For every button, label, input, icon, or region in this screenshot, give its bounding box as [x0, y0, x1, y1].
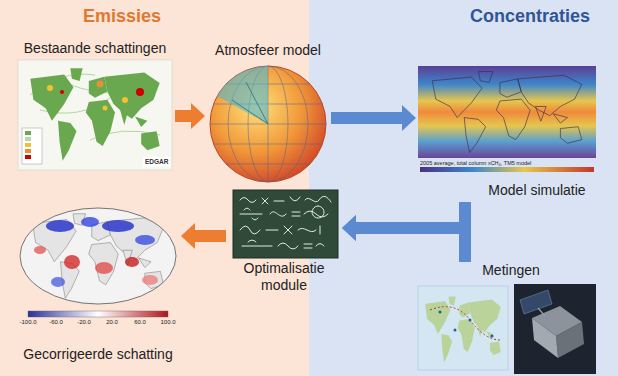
measurement-images — [418, 284, 596, 374]
node-caption: Model simulatie — [476, 182, 598, 199]
corrected-map — [20, 208, 176, 317]
arrow-head — [181, 223, 195, 249]
arrow-shaft — [194, 230, 226, 242]
colorbar-tick: 100.0 — [160, 319, 175, 326]
arrow-head — [342, 215, 356, 241]
colorbar-tick: -60.0 — [49, 319, 63, 326]
image-node: Gecorrigeerde schatting — [15, 198, 181, 366]
colorbar-tick: -100.0 — [19, 319, 36, 326]
arrow-head — [342, 215, 356, 241]
flow-arrow — [342, 215, 465, 262]
flow-arrow — [175, 103, 205, 129]
colorbar-tick: 20.0 — [106, 319, 118, 326]
arrow-shaft — [175, 110, 192, 122]
flow-arrow — [181, 223, 226, 249]
arrow-shaft — [355, 228, 465, 262]
node-caption: Bestaande schattingen — [15, 40, 175, 57]
colorbar-tick: -20.0 — [77, 319, 91, 326]
section-heading: Emissies — [83, 6, 161, 27]
node-caption: Gecorrigeerde schatting — [15, 346, 181, 363]
image-node: Metingen — [416, 262, 598, 374]
node-caption: Optimalisatie module — [226, 260, 342, 293]
arrow-head — [402, 105, 416, 131]
image-node: Optimalisatie module — [226, 188, 342, 298]
section-heading: Concentraties — [470, 6, 590, 27]
image-node: Model simulatie — [416, 62, 598, 202]
source-logo: EDGAR — [145, 158, 168, 165]
flow-arrow — [342, 202, 465, 241]
node-caption: Atmosfeer model — [205, 42, 331, 59]
flow-arrow — [331, 105, 416, 131]
simulation-map — [418, 66, 596, 172]
colorbar-tick: 60.0 — [134, 319, 146, 326]
chalkboard — [233, 190, 338, 258]
arrow-shaft — [331, 112, 403, 124]
node-caption: Metingen — [446, 262, 576, 279]
arrow-head — [191, 103, 205, 129]
edgar-map — [18, 60, 172, 170]
image-node: Bestaande schattingen — [15, 40, 175, 174]
globe — [210, 66, 326, 182]
map-title: 2005 average, total column xCH₄, TM5 mod… — [420, 160, 531, 166]
image-node: Atmosfeer model — [205, 42, 331, 188]
